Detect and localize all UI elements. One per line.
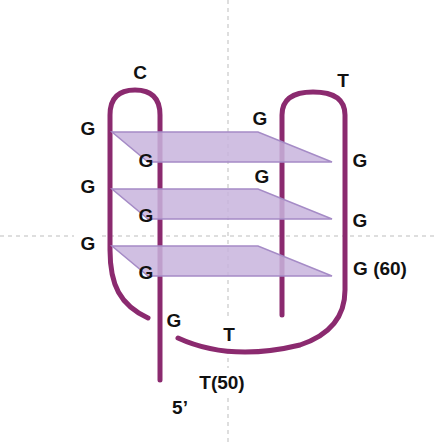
base-label: G: [81, 119, 96, 138]
base-label: G: [167, 311, 182, 330]
base-label: G: [353, 211, 368, 230]
base-label: C: [133, 63, 147, 82]
base-label: G: [139, 263, 154, 282]
base-label: G: [81, 234, 96, 253]
dna-strand: [110, 90, 345, 380]
g-tetrad-planes: [112, 132, 332, 276]
base-label: G: [253, 109, 268, 128]
base-label: T(50): [199, 373, 244, 392]
base-label: T: [223, 325, 235, 344]
base-label: G: [353, 151, 368, 170]
base-label: T: [337, 71, 349, 90]
base-label: G: [81, 177, 96, 196]
base-label: G (60): [353, 259, 407, 278]
base-label: G: [255, 167, 270, 186]
base-label: G: [139, 151, 154, 170]
base-label: G: [139, 206, 154, 225]
base-label: 5’: [172, 398, 188, 417]
